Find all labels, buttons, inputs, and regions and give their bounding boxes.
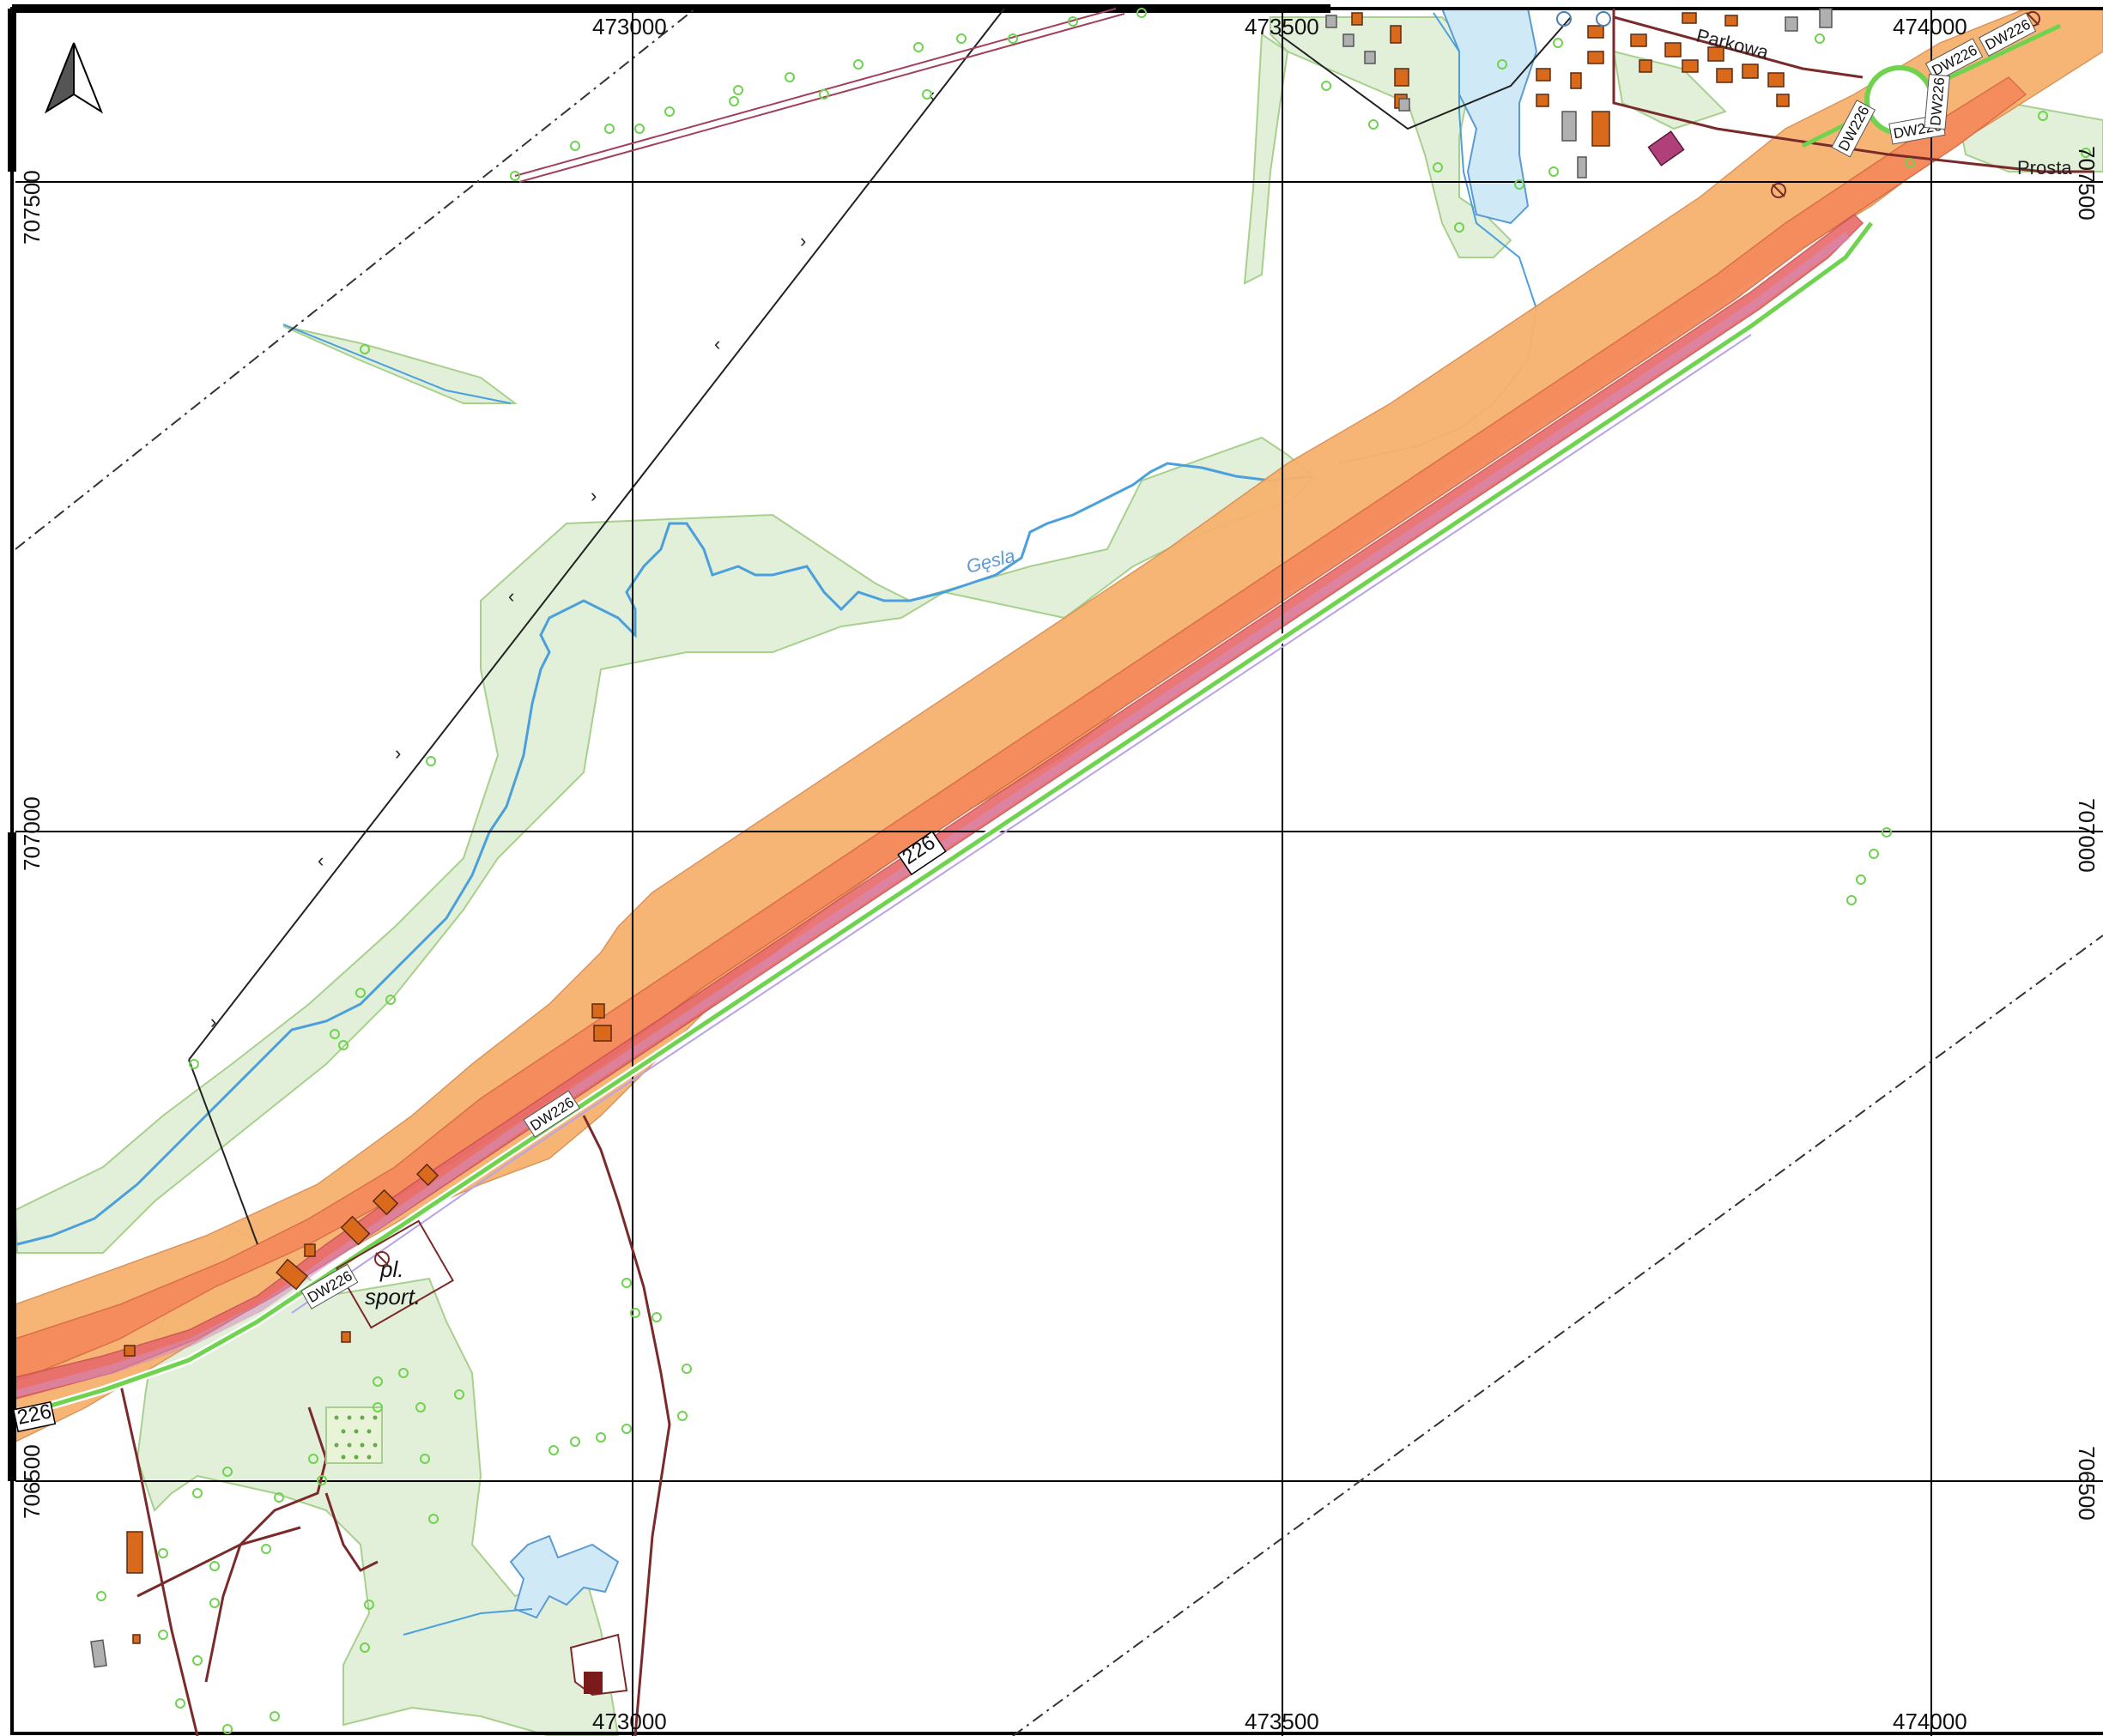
- coord-x-bottom-2: 473500: [1245, 1709, 1319, 1734]
- coord-y-right-3: 706500: [2074, 1446, 2100, 1521]
- road-code-label-7: DW226: [1927, 76, 1948, 126]
- sports-field-label-line1: pl.: [379, 1256, 403, 1282]
- svg-text:›: ›: [800, 230, 806, 251]
- grey-buildings: [90, 8, 1833, 1668]
- sports-dots: [334, 1415, 378, 1460]
- svg-text:‹: ‹: [714, 333, 720, 354]
- road-buffers: [15, 8, 2103, 1443]
- svg-text:‹: ‹: [318, 850, 324, 871]
- coord-y-right-1: 707500: [2074, 146, 2100, 221]
- coord-labels-top: 473000 473500 474000: [592, 14, 1967, 39]
- house-south: [569, 1633, 628, 1697]
- street-label-prosta: Prosta: [2017, 157, 2072, 178]
- coord-y-left-3: 706500: [19, 1444, 45, 1519]
- water-bodies: [509, 8, 1538, 1619]
- coord-labels-left: 707500 707000 706500: [19, 170, 45, 1519]
- road-label-226-left: 226: [12, 1400, 57, 1433]
- boundary-lines: [15, 8, 2103, 1736]
- coord-y-left-2: 707000: [19, 796, 45, 871]
- river-gesla: [16, 462, 1314, 1246]
- north-arrow-icon: [44, 42, 104, 114]
- power-lines: [188, 8, 1572, 1245]
- sports-field-label-line2: sport.: [365, 1284, 421, 1310]
- stream-south: [403, 1608, 533, 1636]
- coord-y-right-2: 707000: [2074, 798, 2100, 873]
- coord-labels-bottom: 473000 473500 474000: [592, 1709, 1967, 1734]
- coordinate-grid: [15, 9, 2103, 1736]
- svg-text:›: ›: [210, 1011, 216, 1032]
- coord-x-top-2: 473500: [1245, 14, 1319, 39]
- tree-symbols: [96, 8, 2091, 1734]
- coord-x-bottom-3: 474000: [1893, 1709, 1967, 1734]
- buildings: [124, 12, 1790, 1644]
- magenta-building: [1647, 130, 1685, 166]
- svg-text:›: ›: [591, 485, 597, 506]
- svg-text:›: ›: [395, 742, 401, 764]
- crossed-circle-symbols: [374, 11, 2040, 1267]
- coord-x-top-3: 474000: [1893, 14, 1967, 39]
- stream-north: [282, 324, 512, 404]
- svg-text:‹: ‹: [508, 585, 514, 607]
- buffer-inner: [15, 214, 1864, 1400]
- coord-x-top-1: 473000: [592, 14, 667, 39]
- coord-labels-right: 707500 707000 706500: [2074, 146, 2100, 1521]
- coord-x-bottom-1: 473000: [592, 1709, 667, 1734]
- road-dw226: [14, 221, 1875, 1420]
- coord-y-left-1: 707500: [19, 170, 45, 245]
- paths: [118, 9, 2094, 1736]
